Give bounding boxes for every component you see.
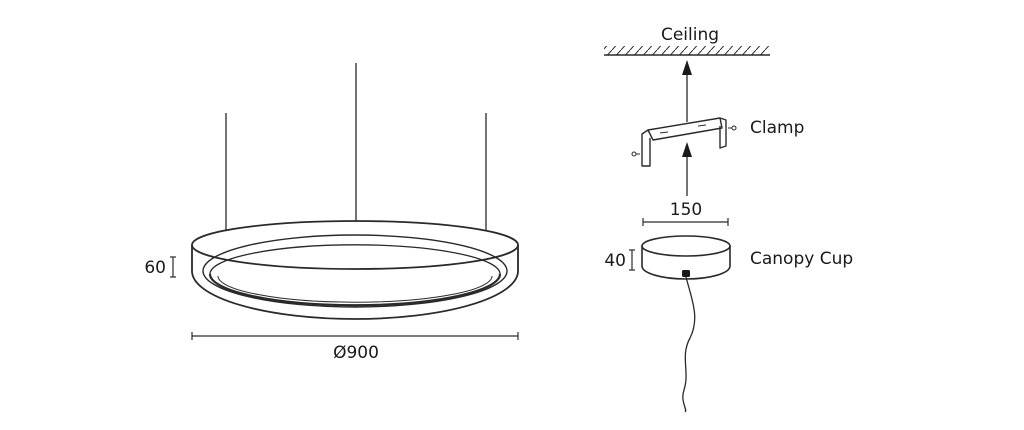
ceiling-label: Ceiling [661, 25, 719, 45]
ceiling: Ceiling [604, 25, 770, 56]
mounting-detail: Ceiling Clamp [604, 25, 853, 413]
canopy-height-label: 40 [604, 251, 626, 271]
power-cord [682, 276, 696, 413]
screw-icon [728, 125, 737, 131]
clamp-bracket: Clamp [631, 117, 804, 167]
ring-body [191, 220, 519, 320]
ring-diameter-dimension: Ø900 [191, 332, 519, 363]
arrow-to-ceiling [682, 60, 692, 122]
ring-pendant: 60 Ø900 [144, 63, 519, 363]
ring-height-dimension: 60 [144, 256, 176, 278]
ring-height-label: 60 [144, 258, 166, 278]
clamp-width-label: 150 [670, 200, 702, 220]
canopy-cup: Canopy Cup [641, 235, 853, 280]
canopy-cup-label: Canopy Cup [750, 249, 853, 269]
ring-diameter-label: Ø900 [333, 343, 379, 363]
arrow-to-clamp [682, 142, 692, 196]
clamp-label: Clamp [750, 118, 804, 138]
screw-icon [631, 151, 640, 157]
clamp-width-dimension: 150 [642, 200, 729, 226]
canopy-height-dimension: 40 [604, 249, 635, 271]
